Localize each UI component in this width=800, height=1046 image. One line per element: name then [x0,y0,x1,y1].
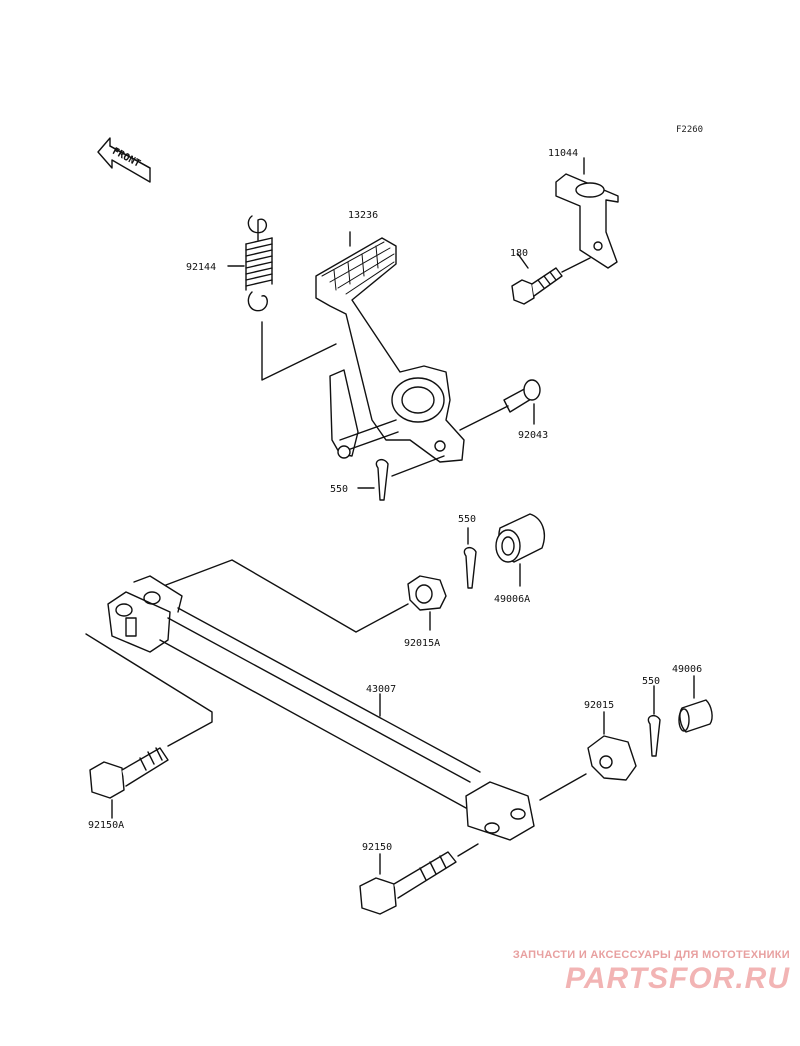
watermark-tagline: ЗАПЧАСТИ И АКСЕССУАРЫ ДЛЯ МОТОТЕХНИКИ [512,949,790,961]
part-label-13236: 13236 [348,210,378,221]
bolt-180 [511,253,591,305]
bracket-11044 [555,157,619,269]
part-label-92144: 92144 [186,262,216,273]
spring-92144 [227,215,273,312]
part-label-92015A: 92015A [404,638,440,649]
nut-92015A [157,559,447,633]
front-arrow-icon [97,137,151,183]
part-label-92043: 92043 [518,430,548,441]
bolt-92150A [89,747,169,819]
part-label-180: 180 [510,248,528,259]
bolt-92150 [359,843,479,915]
cotter-pin-550-lower [647,685,661,757]
watermark-logo: PARTSFOR.RU [565,962,790,995]
cotter-pin-550-mid [463,527,477,589]
part-label-550-mid: 550 [458,514,476,525]
brake-pedal-13236 [261,231,465,463]
part-label-43007: 43007 [366,684,396,695]
part-label-49006: 49006 [672,664,702,675]
nut-92015 [539,711,637,801]
pin-92043 [459,379,541,431]
part-label-550-top: 550 [330,484,348,495]
part-label-49006A: 49006A [494,594,530,605]
part-label-11044: 11044 [548,148,578,159]
collar-49006A [495,513,546,587]
figure-code: F2260 [676,125,703,135]
part-label-92150: 92150 [362,842,392,853]
part-label-92015: 92015 [584,700,614,711]
collar-49006 [678,675,713,733]
cotter-pin-550-top [357,455,445,501]
brake-rod-43007 [85,575,535,841]
part-label-92150A: 92150A [88,820,124,831]
part-label-550-lower: 550 [642,676,660,687]
